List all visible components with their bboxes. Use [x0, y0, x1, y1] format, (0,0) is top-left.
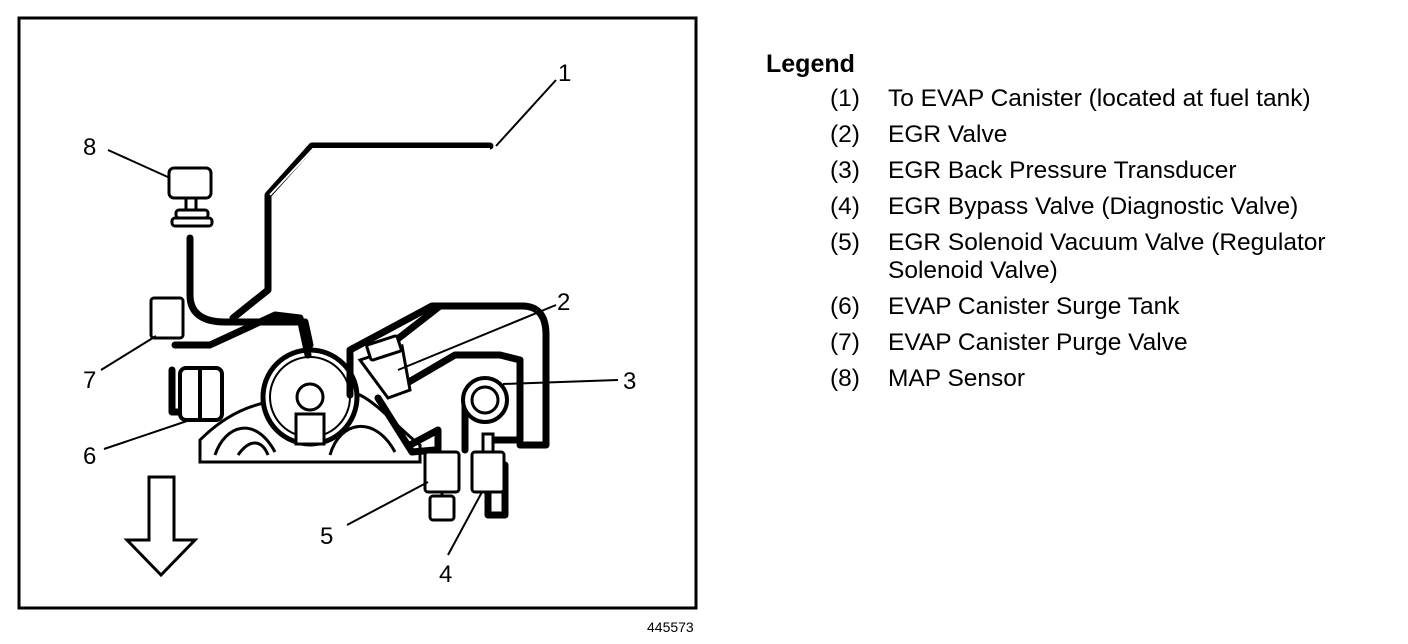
diagram-frame: [17, 16, 698, 610]
leader-lines: [100, 79, 619, 556]
callout-8: 8: [83, 134, 96, 161]
legend-item-text: EGR Bypass Valve (Diagnostic Valve): [888, 193, 1299, 220]
legend-item: (5) EGR Solenoid Vacuum Valve (Regulator…: [830, 229, 1402, 285]
callout-5: 5: [320, 523, 333, 550]
callout-2: 2: [557, 289, 570, 316]
forward-direction-arrow-icon: [123, 475, 199, 578]
callout-6: 6: [83, 443, 96, 470]
callout-7: 7: [83, 367, 96, 394]
legend-item-number: (4): [830, 193, 860, 220]
legend-item: (4) EGR Bypass Valve (Diagnostic Valve): [830, 193, 1402, 221]
legend-item: (6) EVAP Canister Surge Tank: [830, 293, 1402, 321]
legend-item: (1) To EVAP Canister (located at fuel ta…: [830, 85, 1402, 113]
throttle-body: [260, 347, 360, 447]
legend-list: (1) To EVAP Canister (located at fuel ta…: [766, 85, 1402, 393]
vacuum-hose-routing-diagram: 1 2 3 4 5 6 7 8 445573: [17, 16, 698, 635]
legend: Legend (1) To EVAP Canister (located at …: [766, 50, 1402, 401]
egr-solenoid-vacuum-valve: [423, 450, 461, 522]
legend-item-number: (3): [830, 157, 860, 184]
legend-item-number: (1): [830, 85, 860, 112]
evap-purge-valve: [149, 296, 185, 340]
legend-item: (3) EGR Back Pressure Transducer: [830, 157, 1402, 185]
legend-item-text: MAP Sensor: [888, 365, 1026, 392]
legend-item: (7) EVAP Canister Purge Valve: [830, 329, 1402, 357]
egr-back-pressure-transducer: [461, 376, 509, 424]
legend-item-text: EGR Back Pressure Transducer: [888, 157, 1237, 184]
legend-item-number: (2): [830, 121, 860, 148]
legend-title: Legend: [766, 50, 855, 78]
legend-item-number: (7): [830, 329, 860, 356]
legend-item: (2) EGR Valve: [830, 121, 1402, 149]
evap-surge-tank: [178, 366, 224, 422]
egr-valve: [357, 334, 412, 400]
callout-4: 4: [439, 561, 452, 588]
legend-item-text: EGR Valve: [888, 121, 1008, 148]
egr-bypass-valve: [470, 432, 506, 494]
callout-3: 3: [623, 368, 636, 395]
map-sensor: [167, 166, 214, 228]
legend-item-number: (8): [830, 365, 860, 392]
callout-1: 1: [558, 60, 571, 87]
legend-item-text: EVAP Canister Purge Valve: [888, 329, 1188, 356]
legend-item-text: EVAP Canister Surge Tank: [888, 293, 1180, 320]
legend-item-number: (5): [830, 229, 860, 256]
legend-item-text: To EVAP Canister (located at fuel tank): [888, 85, 1311, 112]
legend-item-number: (6): [830, 293, 860, 320]
legend-item: (8) MAP Sensor: [830, 365, 1402, 393]
figure-id: 445573: [647, 619, 694, 635]
legend-item-text: EGR Solenoid Vacuum Valve (Regulator Sol…: [888, 229, 1326, 284]
